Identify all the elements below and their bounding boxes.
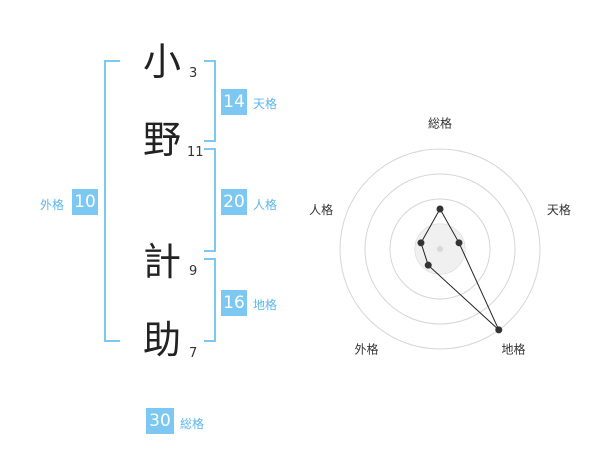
radar-point <box>417 239 425 247</box>
stroke-count-1: 3 <box>189 66 198 81</box>
name-char-1: 小 <box>143 40 182 84</box>
radar-point <box>424 261 432 269</box>
chikaku-bracket <box>204 258 216 342</box>
radar-grid-ring <box>364 173 516 325</box>
radar-axis-label: 人格 <box>309 202 333 217</box>
gaikaku-value: 10 <box>72 189 98 215</box>
radar-point <box>436 205 444 213</box>
soukaku-label: 総格 <box>180 417 205 431</box>
stroke-count-4: 7 <box>189 346 198 361</box>
jinkaku-value: 20 <box>221 189 247 215</box>
radar-grid-ring <box>339 148 541 350</box>
chikaku-label: 地格 <box>253 298 278 312</box>
radar-axis-label: 外格 <box>355 342 379 357</box>
tenkaku-value: 14 <box>221 89 247 115</box>
radar-axis-label: 地格 <box>501 342 525 357</box>
radar-polygon <box>420 207 500 331</box>
radar-axis-label: 天格 <box>547 202 571 217</box>
tenkaku-bracket <box>204 60 216 142</box>
stroke-count-2: 11 <box>187 145 204 160</box>
tenkaku-label: 天格 <box>253 97 278 111</box>
stroke-count-3: 9 <box>189 264 198 279</box>
radar-grid-ring <box>389 198 491 300</box>
gaikaku-bracket <box>104 60 120 342</box>
radar-point <box>455 239 463 247</box>
radar-axis-label: 総格 <box>428 116 452 131</box>
name-char-2: 野 <box>143 118 182 162</box>
chikaku-value: 16 <box>221 290 247 316</box>
jinkaku-label: 人格 <box>253 198 278 212</box>
gaikaku-label: 外格 <box>40 198 65 212</box>
name-char-4: 助 <box>143 318 182 362</box>
soukaku-value: 30 <box>146 408 174 434</box>
radar-center-dot <box>437 246 443 252</box>
jinkaku-bracket <box>204 148 216 252</box>
name-char-3: 計 <box>143 240 182 284</box>
radar-point <box>495 326 503 334</box>
